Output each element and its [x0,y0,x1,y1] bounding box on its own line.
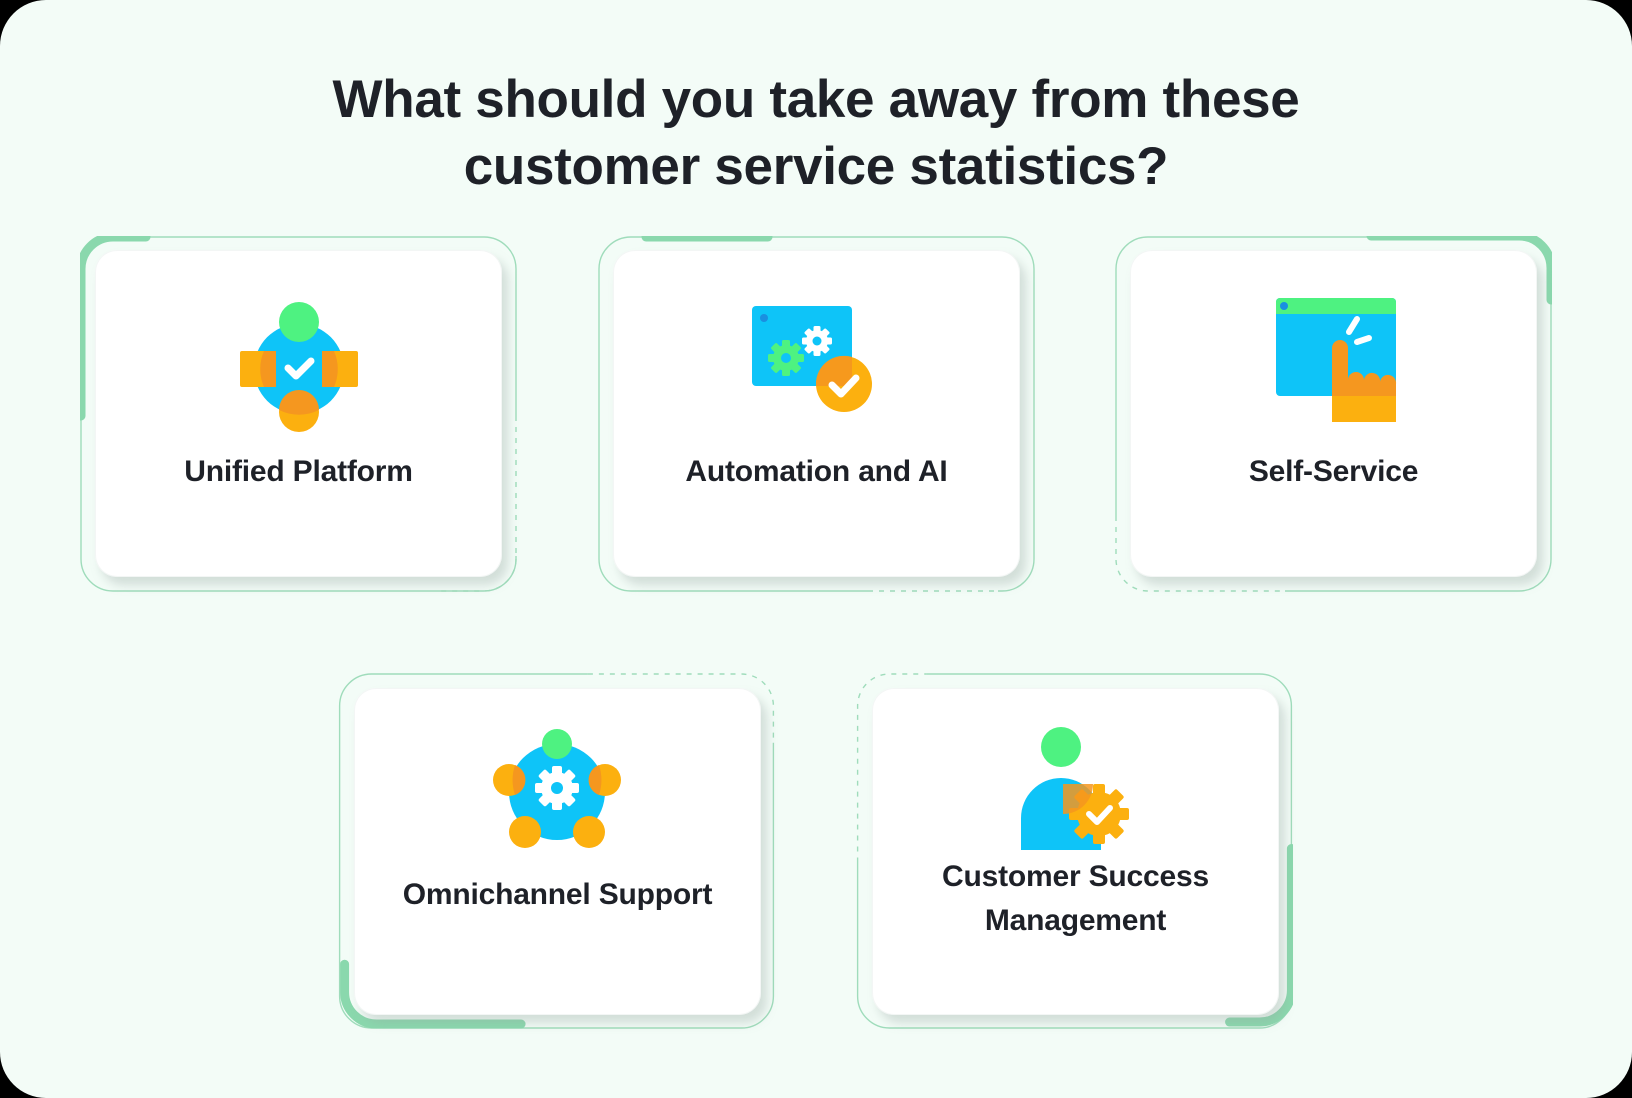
card-label: Automation and AI [685,455,948,488]
customer-success-icon [1020,727,1129,850]
unified-platform-icon [239,302,358,432]
card-body: Self-Service [1130,250,1537,577]
card-body: Automation and AI [613,250,1020,577]
card-label: Omnichannel Support [402,878,713,911]
title-line-1: What should you take away from these [332,70,1300,129]
card-unified-platform: Unified Platform [80,236,517,592]
card-customer-success: Customer Success Management [856,673,1293,1029]
self-service-pointer-icon [1275,298,1396,422]
card-self-service: Self-Service [1115,236,1552,592]
card-frame [80,236,517,592]
card-frame [856,673,1293,1029]
card-body: Omnichannel Support [354,688,761,1015]
card-label: Unified Platform [184,455,413,488]
page-title: What should you take away from these cus… [0,66,1632,200]
card-omnichannel-support: Omnichannel Support [338,673,775,1029]
card-frame [1115,236,1552,592]
card-body: Customer Success Management [872,688,1279,1015]
card-frame [338,673,775,1029]
automation-gears-icon [751,306,872,412]
card-frame [598,236,1035,592]
card-label: Self-Service [1248,455,1419,488]
card-automation-ai: Automation and AI [598,236,1035,592]
title-line-2: customer service statistics? [463,137,1169,196]
card-label: Customer Success Management [942,860,1209,937]
card-body: Unified Platform [95,250,502,577]
omnichannel-network-icon [492,729,621,848]
